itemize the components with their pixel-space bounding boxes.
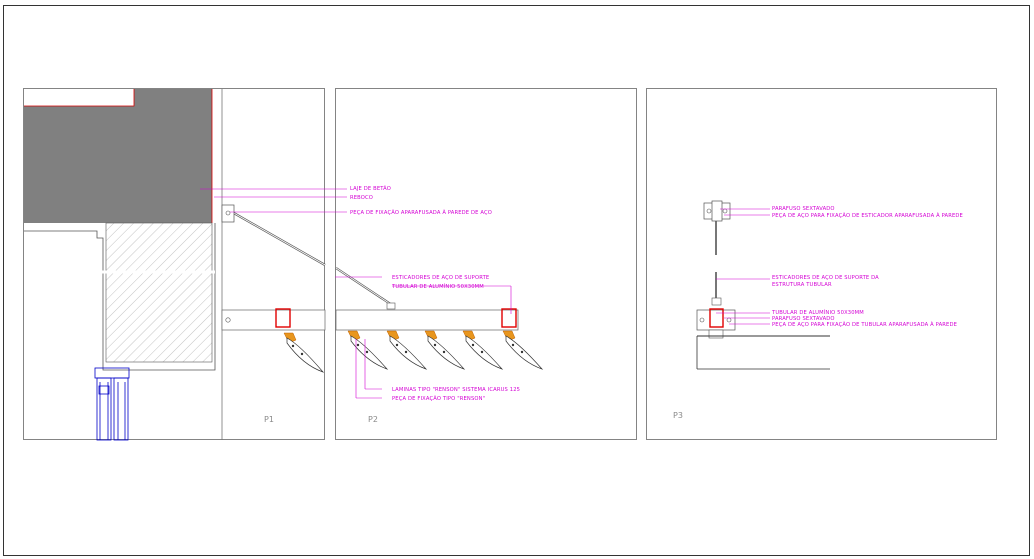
bolt-icon: [225, 210, 231, 216]
annotation-peca-fixacao-parede: PEÇA DE FIXAÇÃO APARAFUSADA À PAREDE DE …: [350, 209, 492, 216]
annotations: LAJE DE BETÃO REBOCO PEÇA DE FIXAÇÃO APA…: [350, 185, 963, 402]
tubular-beam-p1: [221, 309, 326, 331]
hatched-wall: [105, 222, 213, 363]
panel-p3: P3: [646, 88, 997, 440]
louver-blade-p2: [462, 330, 504, 370]
top-fixing-core: [711, 200, 723, 222]
louver-blade-p2: [424, 330, 466, 370]
tie-rod-p2-inner: [335, 267, 393, 306]
tubular-section-p3: [709, 308, 724, 328]
top-bolt-icon: [706, 208, 712, 214]
annotation-reboco: REBOCO: [350, 195, 373, 201]
louver-blade-p2: [386, 330, 428, 370]
sheet-border: [3, 5, 1030, 556]
annotation-p3-esticadores-1: ESTICADORES DE AÇO DE SUPORTE DA: [772, 275, 879, 281]
annotation-p3-parafuso-top: PARAFUSO SEXTAVADO: [772, 206, 835, 212]
annotation-p3-esticadores-2: ESTRUTURA TUBULAR: [772, 282, 832, 288]
annotation-tubular: TUBULAR DE ALUMÍNIO 50X30MM: [391, 283, 484, 290]
tubular-beam-p2: [335, 309, 519, 331]
wall-outline: [24, 223, 216, 371]
bottom-bolt-icon: [699, 317, 705, 323]
annotation-laje: LAJE DE BETÃO: [350, 185, 391, 192]
leader-lines: [200, 188, 770, 399]
panel-p1-label: P1: [264, 415, 274, 424]
louver-blade-p2: [347, 330, 389, 370]
rod-end-piece: [386, 302, 396, 310]
annotation-p3-peca-tubular: PEÇA DE AÇO PARA FIXAÇÃO DE TUBULAR APAR…: [772, 321, 957, 328]
tubular-section-p1: [275, 308, 291, 328]
window-frame: [94, 367, 130, 441]
panel-p1: P1: [23, 88, 326, 441]
annotation-peca-fixacao-renson: PEÇA DE FIXAÇÃO TIPO "RENSON": [392, 395, 485, 402]
wall-fixing-piece: [221, 204, 235, 223]
annotation-esticadores: ESTICADORES DE AÇO DE SUPORTE: [392, 275, 489, 281]
panel-p2: P2: [335, 88, 637, 440]
annotation-p3-parafuso-bottom: PARAFUSO SEXTAVADO: [772, 316, 835, 322]
louver-blade-p1: [283, 332, 325, 373]
panel-p3-frame: [646, 88, 997, 440]
rod-end-piece-p3: [711, 297, 722, 306]
tie-rod-p1-inner: [231, 211, 326, 266]
panel-p2-label: P2: [368, 415, 378, 424]
panel-p3-label: P3: [673, 411, 683, 420]
tubular-section-p2: [501, 308, 517, 328]
annotation-p3-tubular: TUBULAR DE ALUMÍNIO 50X30MM: [771, 309, 864, 316]
louver-blade-p2: [502, 330, 544, 370]
beam-bolt-icon: [225, 317, 231, 323]
bottom-fixing-base: [708, 329, 724, 339]
slab-outline: [24, 89, 213, 223]
panel-p2-frame: [335, 88, 637, 440]
concrete-slab: [24, 89, 212, 223]
annotation-laminas: LAMINAS TIPO "RENSON" SISTEMA ICARUS 125: [392, 387, 520, 393]
annotation-p3-peca-esticador: PEÇA DE AÇO PARA FIXAÇÃO DE ESTICADOR AP…: [772, 212, 963, 219]
